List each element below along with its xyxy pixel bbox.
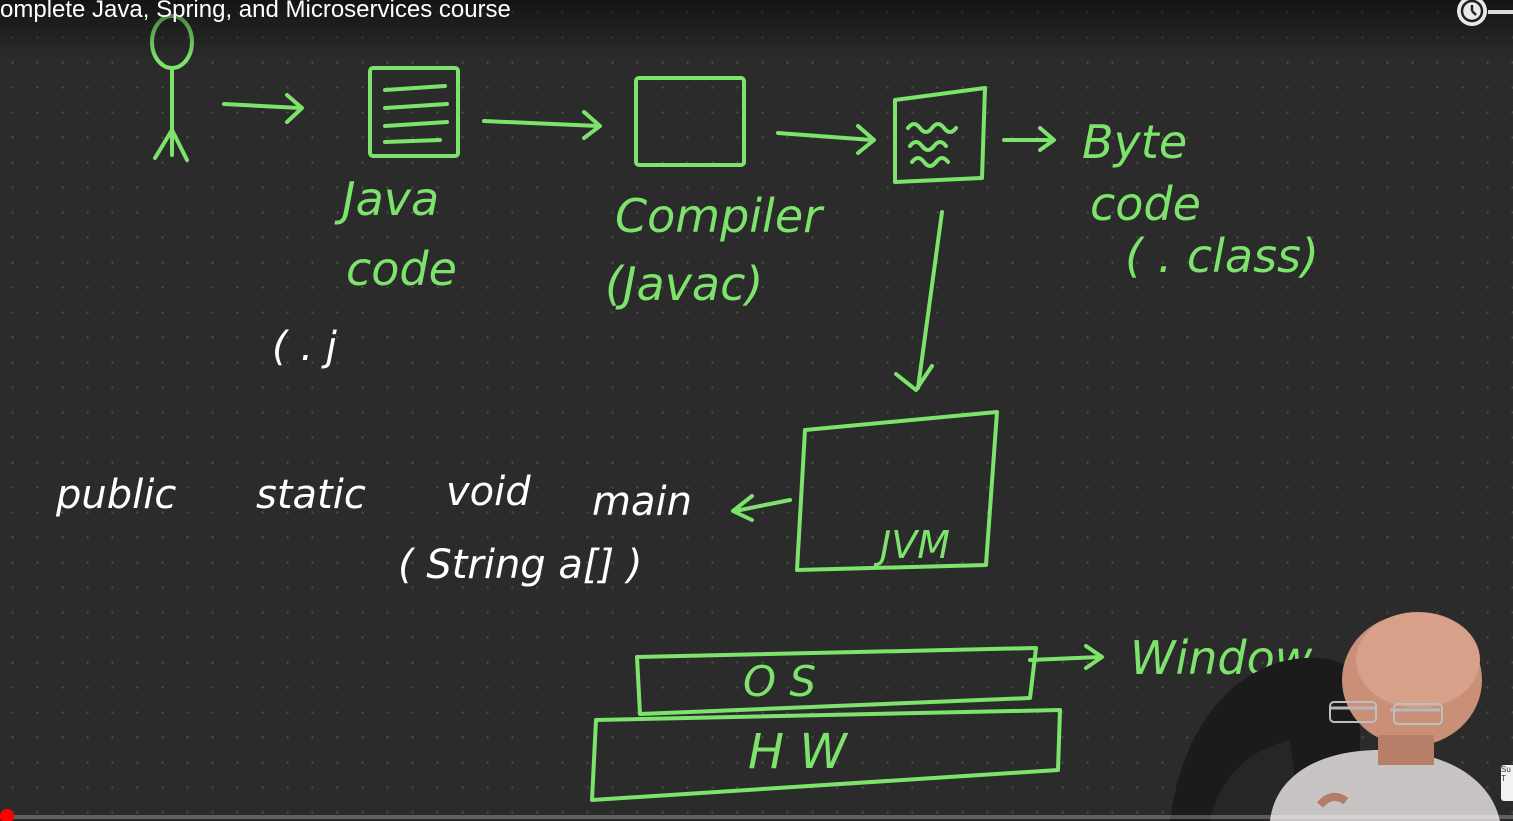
flow-arrow-main: [731, 494, 792, 522]
label-void: void: [446, 469, 531, 515]
compiler-box: [634, 76, 746, 167]
label-javac: (Javac): [605, 257, 763, 311]
flow-arrow-3: [776, 124, 876, 155]
os-box: [635, 646, 1038, 716]
label-code: code: [346, 242, 457, 296]
label-class-ext: ( . class): [1125, 229, 1319, 283]
video-title-bar: [0, 0, 1513, 60]
label-j-ext: ( . j: [272, 324, 338, 370]
video-title[interactable]: omplete Java, Spring, and Microservices …: [0, 0, 511, 23]
label-string-args: ( String a[] ): [398, 542, 642, 588]
java-file-icon: [368, 66, 460, 158]
label-static: static: [256, 472, 366, 518]
jvm-box: [795, 410, 999, 572]
progress-bar[interactable]: [0, 815, 1513, 819]
label-hw: H W: [748, 724, 848, 780]
progress-scrubber[interactable]: [0, 809, 14, 821]
flow-arrow-2: [482, 110, 602, 140]
label-java: Java: [334, 172, 439, 226]
label-compiler: Compiler: [615, 189, 825, 243]
watch-later-button[interactable]: [1457, 0, 1487, 26]
flow-arrow-down: [894, 210, 944, 392]
clock-icon: [1460, 0, 1484, 23]
subscribe-badge[interactable]: Su T: [1501, 765, 1513, 801]
label-bytecode-code: code: [1090, 177, 1201, 231]
label-os: O S: [743, 657, 816, 706]
label-main: main: [592, 479, 692, 525]
label-byte: Byte: [1082, 115, 1187, 169]
presenter-video: [1170, 612, 1500, 821]
flow-arrow-4: [1002, 126, 1056, 152]
top-right-control[interactable]: [1488, 10, 1513, 14]
label-jvm: JVM: [873, 523, 950, 567]
flow-arrow-os: [1028, 644, 1104, 670]
hardware-box: [590, 708, 1062, 802]
label-public: public: [55, 472, 176, 518]
bytecode-file-icon: [893, 86, 987, 184]
flow-arrow-1: [222, 93, 304, 124]
